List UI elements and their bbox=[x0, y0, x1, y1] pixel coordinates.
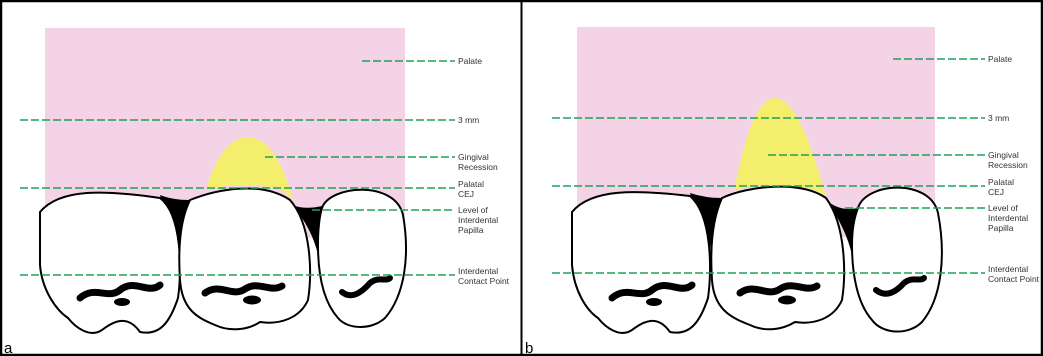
label-gingival-recession-2: Recession bbox=[988, 160, 1028, 170]
label-papilla-2: Interdental bbox=[458, 215, 498, 225]
label-papilla-3: Papilla bbox=[458, 225, 484, 235]
label-contact-point-2: Contact Point bbox=[988, 274, 1040, 284]
label-palatal-cej-2: CEJ bbox=[458, 189, 474, 199]
label-gingival-recession-1: Gingival bbox=[458, 152, 489, 162]
tooth-left bbox=[40, 193, 180, 333]
tooth-middle bbox=[711, 187, 844, 330]
label-papilla-3: Papilla bbox=[988, 223, 1014, 233]
panel-letter-b: b bbox=[525, 340, 533, 356]
label-contact-point-1: Interdental bbox=[988, 264, 1028, 274]
label-contact-point-1: Interdental bbox=[458, 266, 498, 276]
label-gingival-recession-2: Recession bbox=[458, 162, 498, 172]
fissure-pit-left bbox=[646, 298, 662, 306]
label-papilla-1: Level of bbox=[988, 203, 1018, 213]
label-papilla-1: Level of bbox=[458, 205, 488, 215]
label-palatal-cej-2: CEJ bbox=[988, 187, 1004, 197]
fissure-pit-middle bbox=[243, 296, 261, 305]
label-three-mm: 3 mm bbox=[988, 113, 1009, 123]
label-palate: Palate bbox=[458, 56, 482, 66]
panel-b: Palate 3 mm Gingival Recession Palatal C… bbox=[525, 27, 1040, 356]
label-palate: Palate bbox=[988, 54, 1012, 64]
panel-letter-a: a bbox=[4, 340, 13, 356]
label-three-mm: 3 mm bbox=[458, 115, 479, 125]
label-gingival-recession-1: Gingival bbox=[988, 150, 1019, 160]
fissure-pit-middle bbox=[778, 296, 796, 305]
label-papilla-2: Interdental bbox=[988, 213, 1028, 223]
tooth-middle bbox=[179, 188, 310, 329]
panel-a: Palate 3 mm Gingival Recession Palatal C… bbox=[4, 28, 510, 356]
label-contact-point-2: Contact Point bbox=[458, 276, 510, 286]
fissure-pit-left bbox=[114, 298, 130, 306]
label-palatal-cej-1: Palatal bbox=[988, 177, 1014, 187]
tooth-right bbox=[852, 188, 942, 332]
tooth-left bbox=[572, 192, 710, 333]
label-palatal-cej-1: Palatal bbox=[458, 179, 484, 189]
